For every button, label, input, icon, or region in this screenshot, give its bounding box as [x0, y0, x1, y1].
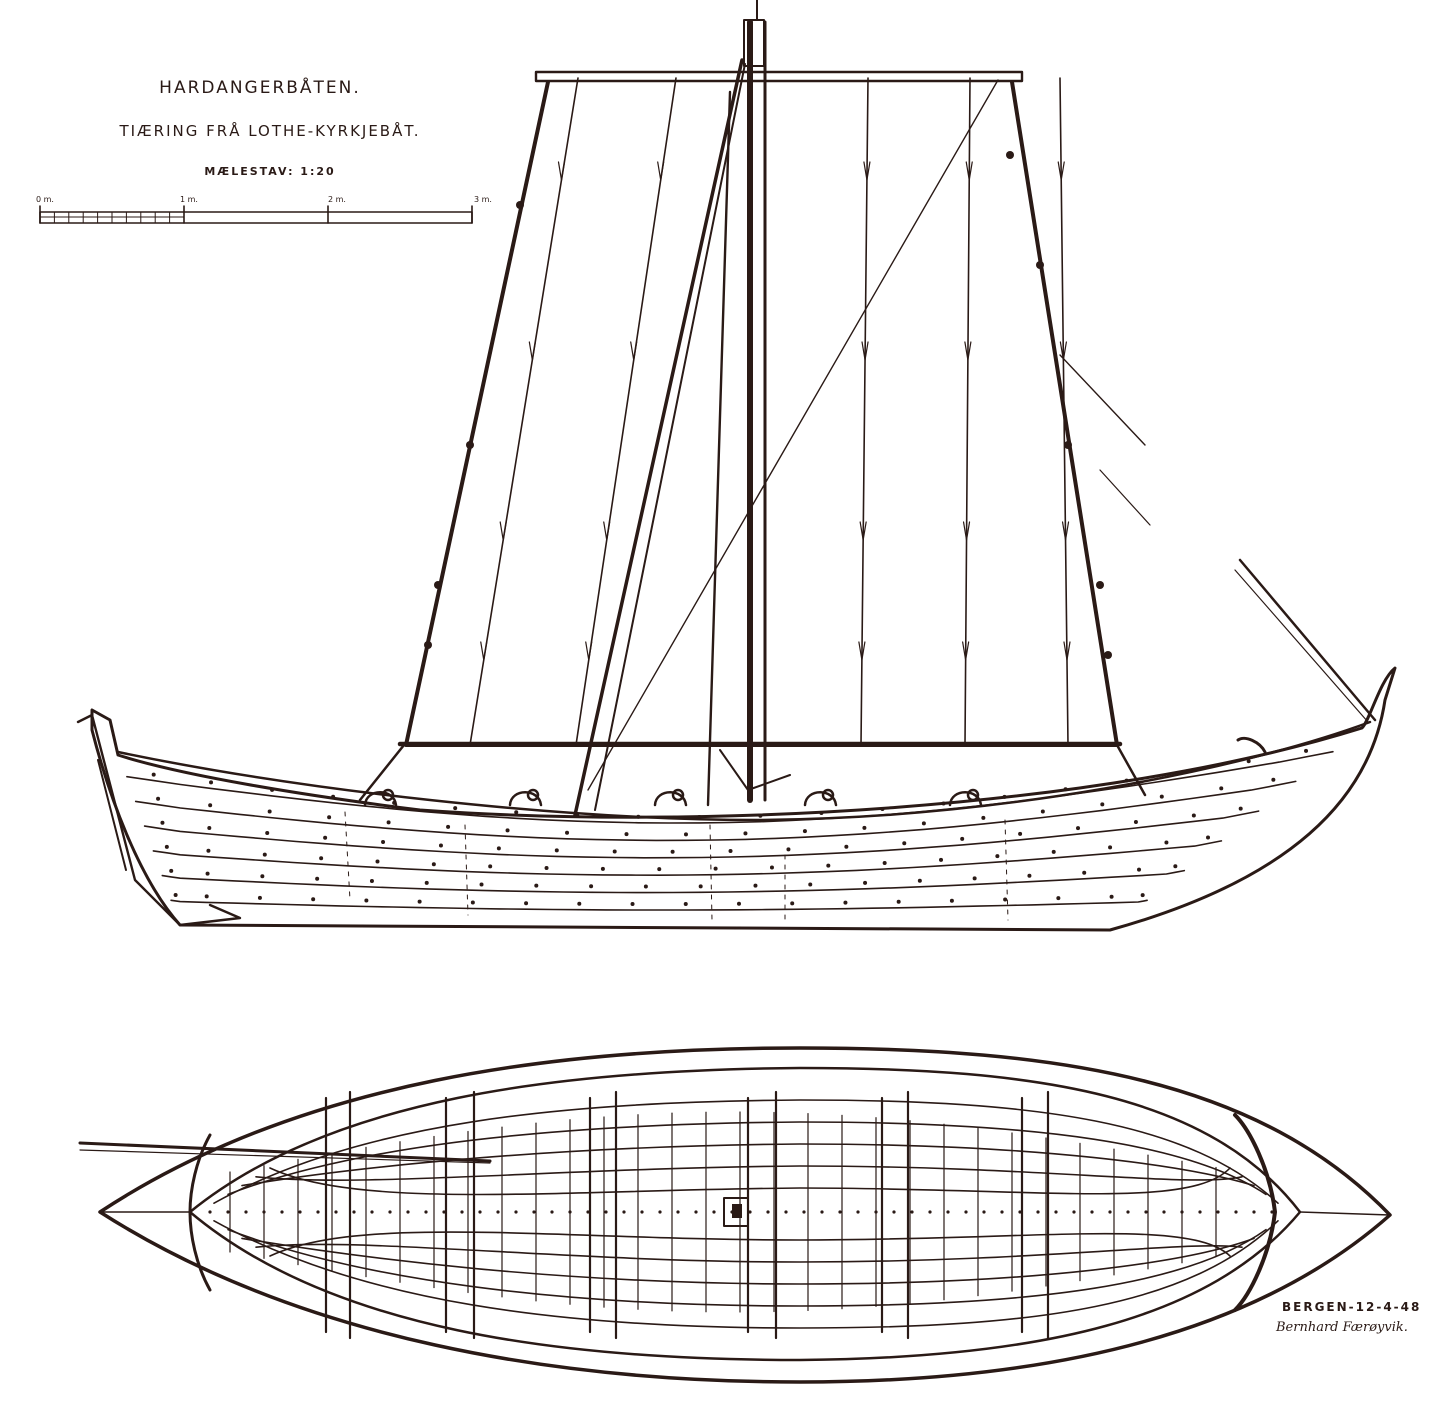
scale-tick-label: 1 m.: [180, 195, 198, 204]
scale-label: MÆLESTAV: 1:20: [204, 165, 336, 178]
signature: Bernhard Færøyvik.: [1276, 1320, 1408, 1335]
drawing-subtitle: TIÆRING FRÅ LOTHE-KYRKJEBÅT.: [119, 122, 421, 140]
scale-bar: [39, 205, 473, 224]
scale-tick-label: 2 m.: [328, 195, 346, 204]
sail-and-rig: [358, 0, 1377, 817]
scale-tick-label: 3 m.: [474, 195, 492, 204]
hull-side-view: [76, 666, 1397, 932]
scale-tick-label: 0 m.: [36, 195, 54, 204]
drawing-title: HARDANGERBÅTEN.: [159, 78, 361, 98]
date-label: BERGEN-12-4-48: [1282, 1300, 1422, 1314]
hull-plan-view: [78, 1046, 1392, 1384]
